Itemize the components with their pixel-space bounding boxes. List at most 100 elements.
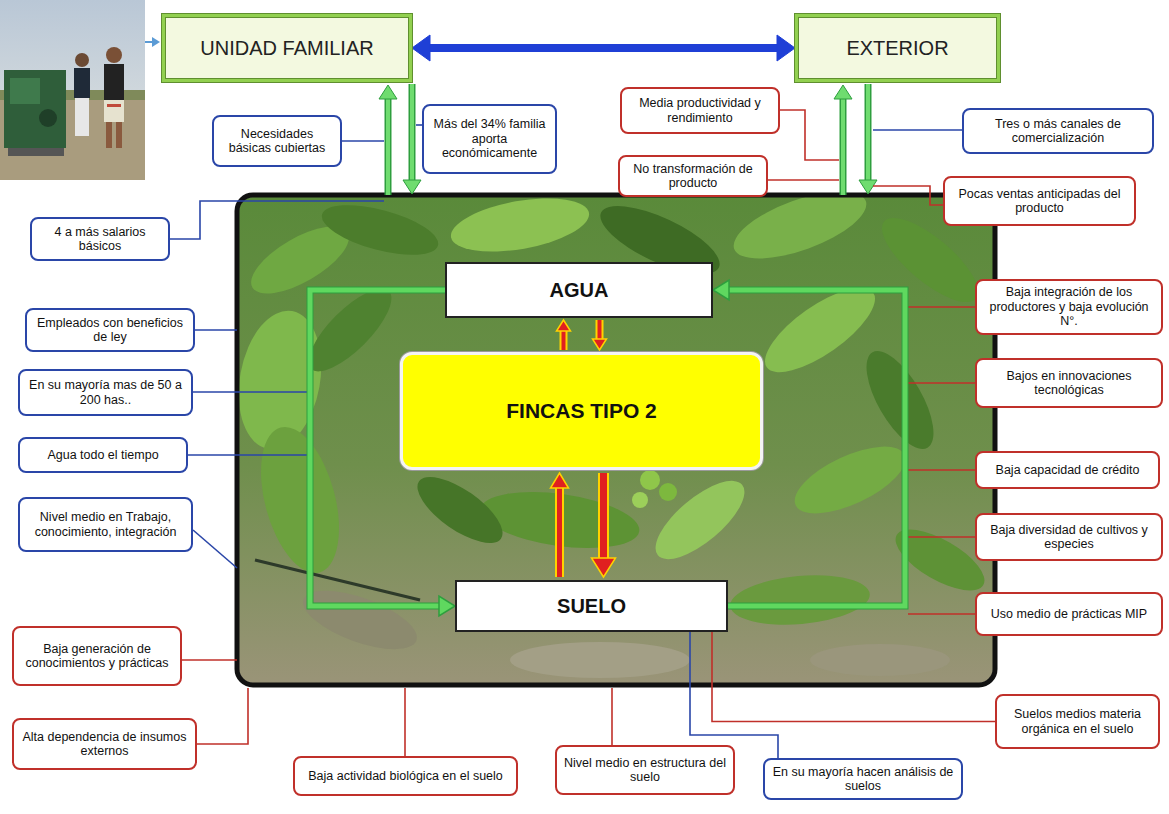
weakness-callout: Uso medio de prácticas MIP	[975, 592, 1163, 636]
strength-callout: Agua todo el tiempo	[18, 437, 188, 473]
strength-callout: Más del 34% familia aporta económicament…	[422, 104, 557, 174]
connector-heads	[439, 596, 455, 616]
strength-callout: Empleados con beneficios de ley	[25, 308, 195, 352]
weakness-callout: Baja diversidad de cultivos y especies	[975, 513, 1163, 561]
box-text: FINCAS TIPO 2	[506, 399, 657, 423]
box-text: Baja actividad biológica en el suelo	[308, 769, 503, 784]
connector	[690, 632, 778, 758]
connector-line	[690, 632, 778, 758]
connector-line	[559, 488, 560, 577]
connector-outline	[598, 473, 609, 558]
leader-lines	[170, 110, 975, 756]
weakness-callout: Bajos en innovaciones tecnológicas	[975, 358, 1163, 408]
connector-outline	[555, 488, 564, 577]
box-text: Baja capacidad de crédito	[996, 463, 1140, 478]
connector-heads	[551, 473, 569, 488]
connector-stroke	[690, 632, 778, 758]
arrow-head	[593, 339, 607, 350]
connector	[712, 632, 995, 722]
connector-heads	[713, 280, 729, 300]
arrow-head	[592, 558, 616, 577]
arrow-head	[777, 35, 795, 61]
box-text: AGUA	[550, 279, 609, 302]
farm-photo	[0, 0, 145, 180]
weakness-callout: Suelos medios materia orgánica en el sue…	[995, 694, 1160, 749]
box-text: Uso medio de prácticas MIP	[991, 607, 1147, 622]
connector-heads	[592, 558, 616, 577]
weakness-callout: Pocas ventas anticipadas del producto	[943, 176, 1136, 226]
box-text: Más del 34% familia aporta económicament…	[430, 117, 549, 161]
box-text: Baja integración de los productores y ba…	[983, 285, 1155, 329]
strength-callout: Nivel medio en Trabajo, conocimiento, in…	[18, 497, 193, 552]
box-text: Alta dependencia de insumos externos	[20, 730, 189, 759]
connector	[551, 473, 569, 577]
resource-box: SUELO	[455, 580, 728, 632]
box-text: Baja generación de conocimientos y práct…	[20, 642, 174, 671]
weakness-callout: Baja integración de los productores y ba…	[975, 279, 1163, 335]
connector-outline	[560, 331, 568, 350]
box-text: Nivel medio en Trabajo, conocimiento, in…	[26, 510, 185, 539]
farm-type-box: FINCAS TIPO 2	[400, 352, 763, 470]
photo-arrow	[145, 37, 160, 47]
weakness-callout: Baja generación de conocimientos y práct…	[12, 626, 182, 686]
strength-callout: En su mayoría mas de 50 a 200 has..	[18, 369, 193, 416]
system-box: UNIDAD FAMILIAR	[162, 14, 412, 82]
connector-stroke	[430, 44, 777, 52]
connector-line	[603, 473, 604, 558]
weakness-callout: No transformación de producto	[618, 155, 768, 197]
box-text: No transformación de producto	[626, 162, 760, 191]
box-text: Bajos en innovaciones tecnológicas	[983, 369, 1155, 398]
connector-heads	[557, 320, 571, 331]
connector-stroke	[598, 320, 602, 339]
connector-stroke	[600, 473, 607, 558]
box-text: En su mayoría mas de 50 a 200 has..	[26, 378, 185, 407]
box-text: Suelos medios materia orgánica en el sue…	[1003, 707, 1152, 736]
connector-stroke	[557, 488, 562, 577]
photo-frame	[237, 195, 995, 685]
box-text: 4 a más salarios básicos	[38, 225, 162, 254]
connector	[557, 320, 571, 350]
arrow-head	[551, 473, 569, 488]
connector-heads	[412, 35, 795, 61]
weakness-callout: Alta dependencia de insumos externos	[12, 718, 197, 770]
connector-stroke	[712, 632, 995, 722]
system-box: EXTERIOR	[795, 14, 1000, 82]
connector-line	[430, 48, 777, 49]
connector-line	[599, 320, 600, 339]
weakness-callout: Baja actividad biológica en el suelo	[293, 756, 518, 796]
citrus-photo	[239, 197, 993, 683]
box-text: EXTERIOR	[846, 37, 948, 60]
connector-line	[563, 331, 564, 350]
strength-callout: Tres o más canales de comercialización	[962, 108, 1154, 154]
arrow-head	[557, 320, 571, 331]
connector	[592, 473, 616, 577]
resource-box: AGUA	[445, 262, 713, 318]
box-text: Pocas ventas anticipadas del producto	[951, 187, 1128, 216]
box-text: Media productividad y rendimiento	[628, 96, 772, 125]
box-text: Baja diversidad de cultivos y especies	[983, 523, 1155, 552]
strength-callout: En su mayoría hacen análisis de suelos	[763, 758, 963, 800]
box-text: En su mayoría hacen análisis de suelos	[771, 765, 955, 794]
weakness-callout: Baja capacidad de crédito	[975, 451, 1160, 489]
connector-stroke	[562, 331, 566, 350]
connector-outline	[596, 320, 604, 339]
box-text: Agua todo el tiempo	[47, 448, 158, 463]
box-text: Nivel medio en estructura del suelo	[563, 756, 727, 785]
box-text: Empleados con beneficios de ley	[33, 316, 187, 345]
connector-line	[712, 632, 995, 722]
arrow-head	[713, 280, 729, 300]
connector	[412, 35, 795, 61]
weakness-callout: Nivel medio en estructura del suelo	[555, 745, 735, 795]
arrow-head	[412, 35, 430, 61]
connector-heads	[593, 339, 607, 350]
connector	[593, 320, 607, 350]
strength-callout: Necesidades básicas cubiertas	[212, 115, 342, 167]
box-text: SUELO	[557, 595, 626, 618]
weakness-callout: Media productividad y rendimiento	[620, 87, 780, 134]
strength-callout: 4 a más salarios básicos	[30, 217, 170, 261]
box-text: Tres o más canales de comercialización	[970, 117, 1146, 146]
arrow-head	[439, 596, 455, 616]
box-text: UNIDAD FAMILIAR	[200, 37, 373, 60]
